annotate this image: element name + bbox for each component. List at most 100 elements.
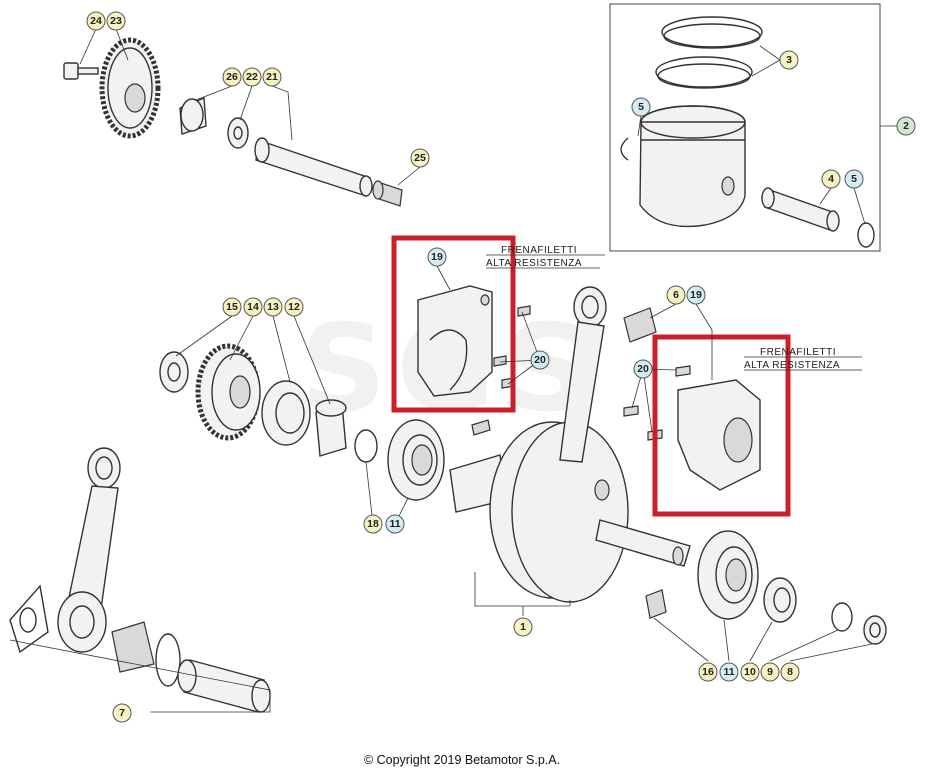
svg-text:6: 6 xyxy=(673,289,679,301)
thrust-washer-right xyxy=(155,633,181,687)
callout-5-right: 5 xyxy=(844,169,864,189)
svg-text:24: 24 xyxy=(90,15,102,27)
svg-text:11: 11 xyxy=(389,518,400,530)
svg-text:13: 13 xyxy=(267,301,279,313)
svg-text:10: 10 xyxy=(744,666,756,678)
svg-text:1: 1 xyxy=(520,621,526,633)
svg-text:9: 9 xyxy=(767,666,773,678)
svg-text:26: 26 xyxy=(226,71,238,83)
svg-text:25: 25 xyxy=(414,152,426,164)
leader-lines xyxy=(9,28,873,713)
svg-text:7: 7 xyxy=(119,707,125,719)
svg-text:16: 16 xyxy=(702,666,714,678)
callout-20-right: 20 xyxy=(633,359,653,379)
svg-text:21: 21 xyxy=(266,71,278,83)
callout-14: 14 xyxy=(243,297,263,317)
balancer-bushing xyxy=(179,96,207,135)
callout-20-left: 20 xyxy=(530,350,550,370)
svg-text:2: 2 xyxy=(903,120,909,132)
svg-text:5: 5 xyxy=(638,101,644,113)
nut-right xyxy=(863,615,887,645)
threadlocker-note-right-line2: ALTA RESISTENZA xyxy=(744,360,840,371)
needle-bearing-small xyxy=(372,180,403,207)
callout-4: 4 xyxy=(821,169,841,189)
callout-7: 7 xyxy=(112,703,132,723)
svg-text:4: 4 xyxy=(828,173,834,185)
small-end-needle-bearing xyxy=(623,307,657,343)
svg-text:19: 19 xyxy=(431,251,443,263)
spacer-bushing xyxy=(315,399,347,457)
balancer-bolt xyxy=(63,62,99,80)
piston-clip-left xyxy=(620,137,629,161)
callout-21: 21 xyxy=(262,67,282,87)
callout-19-right: 19 xyxy=(686,285,706,305)
piston-pin xyxy=(761,187,840,232)
callout-16: 16 xyxy=(698,662,718,682)
crankshaft xyxy=(449,421,691,603)
highlight-box-right xyxy=(652,334,791,517)
callout-1: 1 xyxy=(513,617,533,637)
crank-pin xyxy=(177,659,271,713)
oil-seal-right xyxy=(763,577,797,623)
main-bearing-left xyxy=(387,419,445,501)
highlight-box-left xyxy=(391,235,516,413)
thrust-washer-left xyxy=(9,584,49,654)
svg-text:22: 22 xyxy=(246,71,258,83)
svg-text:8: 8 xyxy=(787,666,793,678)
callout-22: 22 xyxy=(242,67,262,87)
oil-seal-small xyxy=(159,351,189,393)
svg-text:15: 15 xyxy=(226,301,238,313)
callout-19-left: 19 xyxy=(427,247,447,267)
callout-2: 2 xyxy=(896,116,916,136)
balancer-gear xyxy=(99,37,161,139)
svg-text:5: 5 xyxy=(851,173,857,185)
washer-right xyxy=(831,602,853,632)
plate-left xyxy=(417,285,493,397)
primary-gear xyxy=(195,343,261,441)
connecting-rod xyxy=(559,286,607,463)
woodruff-key-left xyxy=(471,419,491,436)
piston-clip-right xyxy=(857,222,875,248)
plate-right xyxy=(677,379,761,491)
oil-seal-large xyxy=(261,380,311,446)
svg-text:3: 3 xyxy=(786,54,792,66)
svg-text:23: 23 xyxy=(110,15,122,27)
callout-25: 25 xyxy=(410,148,430,168)
callout-8: 8 xyxy=(780,662,800,682)
callout-15: 15 xyxy=(222,297,242,317)
svg-text:19: 19 xyxy=(690,289,702,301)
callout-23: 23 xyxy=(106,11,126,31)
callout-11-left: 11 xyxy=(385,514,405,534)
callout-18: 18 xyxy=(363,514,383,534)
svg-text:18: 18 xyxy=(367,518,379,530)
piston-inset-frame xyxy=(609,3,881,252)
threadlocker-note-left-line1: FRENAFILETTI xyxy=(501,245,577,256)
callout-13: 13 xyxy=(263,297,283,317)
piston-rings xyxy=(655,16,763,89)
callout-24: 24 xyxy=(86,11,106,31)
svg-text:11: 11 xyxy=(723,666,734,678)
svg-text:20: 20 xyxy=(637,363,649,375)
callout-6: 6 xyxy=(666,285,686,305)
callout-10: 10 xyxy=(740,662,760,682)
balancer-washer xyxy=(227,117,249,149)
conrod-kit xyxy=(57,447,121,653)
svg-text:12: 12 xyxy=(288,301,300,313)
threadlocker-note-right-line1: FRENAFILETTI xyxy=(760,347,836,358)
callout-5-top: 5 xyxy=(631,97,651,117)
callout-26: 26 xyxy=(222,67,242,87)
svg-text:20: 20 xyxy=(534,354,546,366)
threadlocker-note-left-line2: ALTA RESISTENZA xyxy=(486,258,582,269)
callout-9: 9 xyxy=(760,662,780,682)
woodruff-key-right xyxy=(645,589,667,619)
piston xyxy=(639,105,746,228)
callout-12: 12 xyxy=(284,297,304,317)
callout-3: 3 xyxy=(779,50,799,70)
balancer-shaft xyxy=(254,137,373,197)
big-end-bearing xyxy=(111,621,155,673)
main-bearing-right xyxy=(697,530,759,620)
copyright-text: © Copyright 2019 Betamotor S.p.A. xyxy=(364,753,560,767)
callout-11-right: 11 xyxy=(719,662,739,682)
